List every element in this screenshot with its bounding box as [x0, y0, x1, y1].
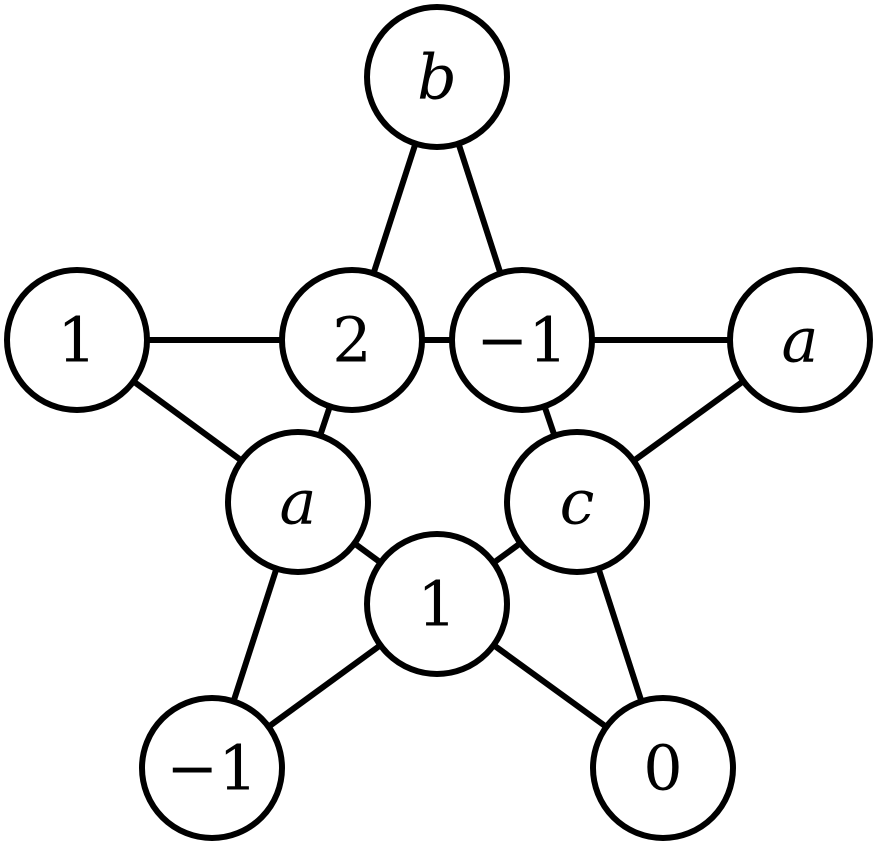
node-circle	[727, 267, 873, 413]
node-inner-upper-right: −1	[449, 267, 595, 413]
node-circle	[139, 695, 285, 841]
node-right-outer: a	[727, 267, 873, 413]
node-label: 1	[417, 568, 456, 641]
node-inner-right: c	[504, 429, 650, 575]
node-label: a	[782, 304, 819, 377]
node-label: 0	[643, 732, 682, 805]
node-circle	[279, 267, 425, 413]
node-circle	[225, 429, 371, 575]
node-label: c	[560, 466, 595, 539]
node-bottom-right-outer: 0	[590, 695, 736, 841]
node-circle	[590, 695, 736, 841]
node-inner-bottom: 1	[364, 531, 510, 677]
node-left-outer: 1	[4, 267, 150, 413]
node-circle	[4, 267, 150, 413]
node-circle	[364, 531, 510, 677]
node-label: −1	[166, 732, 257, 805]
node-label: b	[417, 41, 457, 114]
node-inner-left: a	[225, 429, 371, 575]
node-label: a	[280, 466, 317, 539]
nodes: b 1 a −1 0 2 −1 c 1 a	[4, 4, 873, 841]
node-circle	[504, 429, 650, 575]
node-bottom-left-outer: −1	[139, 695, 285, 841]
node-label: 1	[57, 304, 96, 377]
node-top: b	[364, 4, 510, 150]
node-inner-upper-left: 2	[279, 267, 425, 413]
node-circle	[364, 4, 510, 150]
node-label: 2	[332, 304, 371, 377]
node-circle	[449, 267, 595, 413]
node-label: −1	[476, 304, 567, 377]
